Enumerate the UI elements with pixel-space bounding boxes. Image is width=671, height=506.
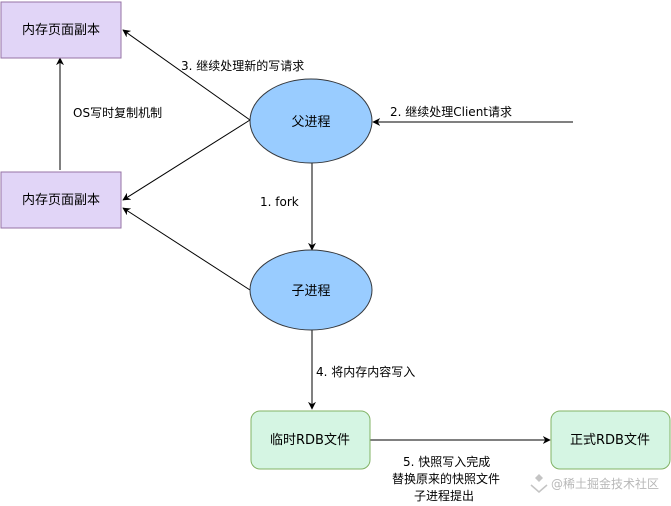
parent-process-label: 父进程 <box>291 115 330 130</box>
edge-parent-to-page-mid <box>122 119 251 201</box>
page-copy-mid-label: 内存页面副本 <box>22 192 100 208</box>
page-copy-top-label: 内存页面副本 <box>22 22 100 38</box>
client-request-label: 2. 继续处理Client请求 <box>390 105 512 119</box>
write-request-label: 3. 继续处理新的写请求 <box>181 58 304 73</box>
cow-label: OS写时复制机制 <box>73 106 162 120</box>
write-memory-label: 4. 将内存内容写入 <box>316 364 415 379</box>
child-process-ellipse <box>249 249 373 331</box>
child-process-label: 子进程 <box>291 284 330 299</box>
juejin-logo-icon <box>530 474 548 493</box>
page-copy-mid-box <box>0 171 122 229</box>
page-copy-top-box <box>0 1 122 59</box>
edge-child-to-page-mid <box>122 207 251 291</box>
snapshot-done-line2: 替换原来的快照文件 <box>392 471 500 486</box>
final-rdb-label: 正式RDB文件 <box>570 433 650 448</box>
snapshot-done-line1: 5. 快照写入完成 <box>403 454 490 469</box>
watermark-text: @稀土掘金技术社区 <box>551 476 659 491</box>
final-rdb-box <box>550 410 671 470</box>
fork-label: 1. fork <box>260 195 299 209</box>
temp-rdb-box <box>250 410 371 470</box>
edge-write-request <box>122 29 251 121</box>
snapshot-done-line3: 子进程提出 <box>414 488 474 503</box>
temp-rdb-label: 临时RDB文件 <box>270 433 350 448</box>
parent-process-ellipse <box>249 78 373 164</box>
